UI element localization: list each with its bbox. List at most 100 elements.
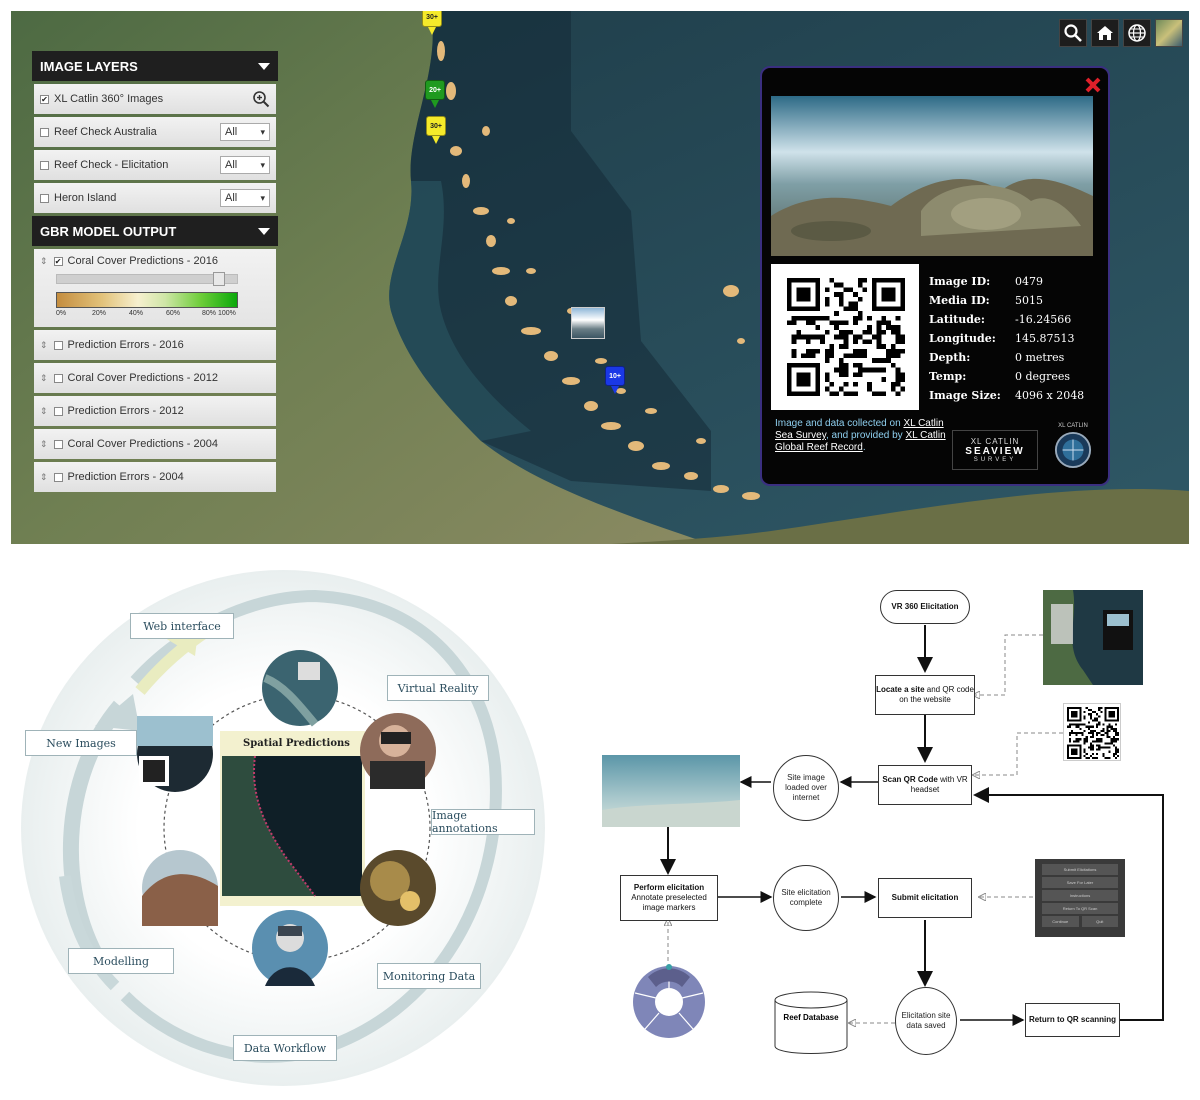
search-icon: [1064, 24, 1082, 42]
layer-filter-select[interactable]: All: [220, 156, 270, 174]
home-icon: [1097, 26, 1113, 40]
metadata-key: Depth:: [929, 351, 971, 364]
metadata-value: 0 metres: [1015, 351, 1065, 364]
layer-label: Heron Island: [54, 192, 117, 204]
metadata-key: Longitude:: [929, 332, 996, 345]
qr-code[interactable]: [771, 264, 919, 410]
cluster-marker-yellow[interactable]: 30+: [426, 116, 446, 136]
underwater-view-thumbnail: [602, 755, 740, 827]
layer-filter-select[interactable]: All: [220, 123, 270, 141]
basemap-thumbnail-button[interactable]: [1155, 19, 1183, 47]
image-thumbnail-marker[interactable]: [571, 307, 605, 339]
gbr-model-header[interactable]: GBR MODEL OUTPUT: [32, 216, 278, 246]
model-layer-row[interactable]: ⇕ Prediction Errors - 2016: [34, 330, 276, 360]
collapse-triangle-icon[interactable]: [258, 227, 270, 235]
drag-handle-icon[interactable]: ⇕: [40, 255, 48, 266]
layer-checkbox-checked[interactable]: ✔: [53, 256, 63, 266]
layer-row-heron-island[interactable]: Heron Island All: [34, 183, 276, 213]
credit-text: Image and data collected on: [775, 418, 904, 429]
close-icon[interactable]: [1084, 76, 1102, 94]
model-layer-row[interactable]: ⇕ Coral Cover Predictions - 2004: [34, 429, 276, 459]
label-data-workflow: Data Workflow: [233, 1035, 337, 1061]
logo-text: SEAVIEW: [965, 446, 1025, 457]
marker-pin: [611, 386, 619, 394]
metadata-row: Depth: 0 metres: [929, 348, 1104, 367]
label-image-annotations: Image annotations: [431, 809, 535, 835]
layer-checkbox[interactable]: [53, 439, 63, 449]
drag-handle-icon[interactable]: ⇕: [40, 339, 48, 350]
circle-image-modelling: [142, 850, 218, 926]
slider-handle[interactable]: [213, 272, 226, 286]
metadata-value: 145.87513: [1015, 332, 1075, 345]
seal-text: XL CATLIN: [1058, 423, 1088, 429]
zoom-in-icon[interactable]: [252, 90, 270, 108]
search-button[interactable]: [1059, 19, 1087, 47]
cluster-marker-blue[interactable]: 10+: [605, 366, 625, 386]
legend-tick: 60%: [166, 310, 181, 317]
vr-menu-item[interactable]: Return To QR Scan: [1042, 903, 1118, 914]
layer-checkbox[interactable]: [53, 373, 63, 383]
flow-elicitation-saved: Elicitation site data saved: [895, 987, 957, 1055]
layer-checkbox[interactable]: [40, 127, 49, 137]
metadata-key: Image Size:: [929, 389, 1001, 402]
image-layers-header[interactable]: IMAGE LAYERS: [32, 51, 278, 81]
label-virtual-reality: Virtual Reality: [387, 675, 489, 701]
flow-scan-qr: Scan QR Code with VR headset: [878, 765, 972, 805]
layer-filter-select[interactable]: All: [220, 189, 270, 207]
vr-menu-item[interactable]: Continue: [1042, 916, 1079, 927]
image-info-popup: Image ID:0479 Media ID:5015 Latitude:-16…: [760, 66, 1110, 486]
opacity-slider[interactable]: [56, 272, 238, 286]
flow-site-image-loaded: Site image loaded over internet: [773, 755, 839, 821]
panorama-image[interactable]: [771, 96, 1093, 256]
drag-handle-icon[interactable]: ⇕: [40, 405, 48, 416]
reef-database-label: Reef Database: [783, 1013, 839, 1022]
circle-image-new: [137, 716, 213, 792]
metadata-value: -16.24566: [1015, 313, 1072, 326]
circle-image-annotation: [360, 850, 436, 926]
layer-checkbox[interactable]: [40, 160, 49, 170]
workflow-cycle-diagram: Spatial Predictions Web interface Virtua…: [15, 566, 545, 1086]
home-button[interactable]: [1091, 19, 1119, 47]
drag-handle-icon[interactable]: ⇕: [40, 471, 48, 482]
model-layer-row[interactable]: ⇕ Coral Cover Predictions - 2012: [34, 363, 276, 393]
drag-handle-icon[interactable]: ⇕: [40, 372, 48, 383]
layer-checkbox-checked[interactable]: ✔: [40, 94, 49, 104]
flow-start-vr360: VR 360 Elicitation: [880, 590, 970, 624]
model-layer-row[interactable]: ⇕ Prediction Errors - 2012: [34, 396, 276, 426]
cluster-marker-green[interactable]: 20+: [425, 80, 445, 100]
layer-checkbox[interactable]: [53, 472, 63, 482]
vr-menu-item[interactable]: Instructions: [1042, 890, 1118, 901]
layer-row-reef-check-elicitation[interactable]: Reef Check - Elicitation All: [34, 150, 276, 180]
active-model-layer[interactable]: ⇕ ✔ Coral Cover Predictions - 2016 0% 20…: [34, 249, 276, 327]
layer-checkbox[interactable]: [40, 193, 49, 203]
map-toolbar: [1059, 19, 1183, 47]
vr-menu-item[interactable]: Save For Later: [1042, 877, 1118, 888]
reef-database-cylinder: [774, 991, 848, 1054]
credit-link-global-reef-record[interactable]: XL Catlin Global Reef Record: [775, 430, 946, 453]
layer-label: Prediction Errors - 2004: [67, 471, 184, 483]
flowchart-connectors: [660, 625, 1164, 1065]
collapse-triangle-icon[interactable]: [258, 62, 270, 70]
layer-row-xl-catlin[interactable]: ✔ XL Catlin 360° Images: [34, 84, 276, 114]
layer-checkbox[interactable]: [53, 406, 63, 416]
layer-row-reef-check-australia[interactable]: Reef Check Australia All: [34, 117, 276, 147]
label-new-images: New Images: [25, 730, 137, 756]
model-layer-row[interactable]: ⇕ Prediction Errors - 2004: [34, 462, 276, 492]
credit-link-sea-survey[interactable]: XL Catlin Sea Survey: [775, 418, 944, 441]
globe-button[interactable]: [1123, 19, 1151, 47]
vr-menu-item[interactable]: Submit Elicitations: [1042, 864, 1118, 875]
cluster-marker-yellow[interactable]: 30+: [422, 11, 442, 27]
image-layers-title: IMAGE LAYERS: [40, 58, 138, 74]
legend-ticks: 0% 20% 40% 60% 80% 100%: [56, 310, 246, 320]
metadata-key: Temp:: [929, 370, 967, 383]
metadata-row: Longitude: 145.87513: [929, 329, 1104, 348]
layer-checkbox[interactable]: [53, 340, 63, 350]
map-view[interactable]: IMAGE LAYERS ✔ XL Catlin 360° Images Ree…: [11, 11, 1189, 544]
marker-pin: [431, 100, 439, 108]
metadata-row: Temp:0 degrees: [929, 367, 1104, 386]
vr-menu-item[interactable]: Quit: [1081, 916, 1118, 927]
flow-locate-site: Locate a site and QR code on the website: [875, 675, 975, 715]
drag-handle-icon[interactable]: ⇕: [40, 438, 48, 449]
